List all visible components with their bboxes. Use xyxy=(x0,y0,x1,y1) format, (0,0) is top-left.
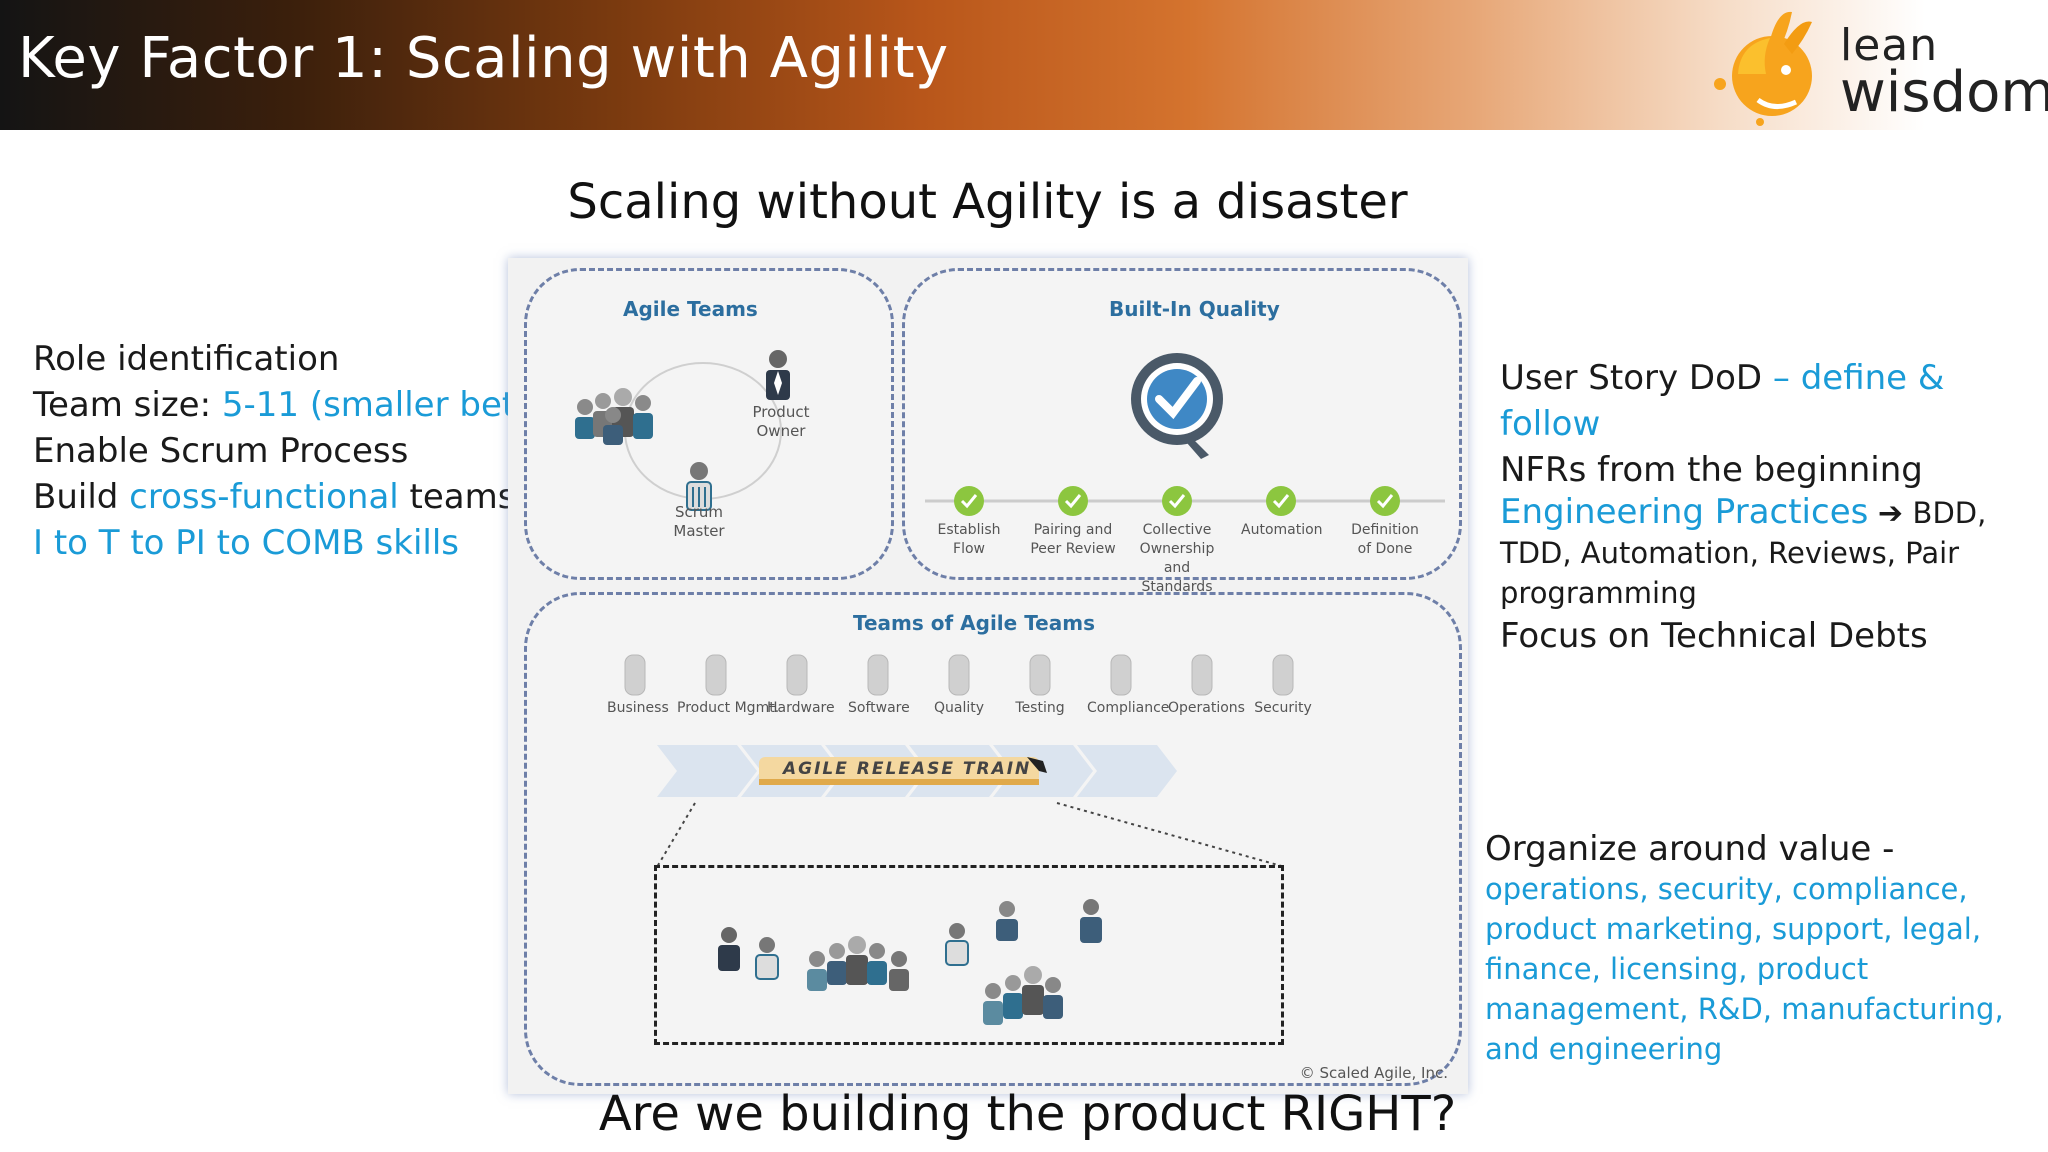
point-build: Build cross-functional teams xyxy=(33,474,577,520)
check-step-icons xyxy=(954,486,1400,516)
quality-step-label: Establish Flow xyxy=(937,522,1001,557)
quality-graphics xyxy=(925,353,1445,516)
closing-question: Are we building the product RIGHT? xyxy=(598,1086,1457,1142)
slide-subtitle: Scaling without Agility is a disaster xyxy=(567,174,1408,230)
people-group-icons xyxy=(718,899,1102,1025)
teams-of-agile-teams-panel: Teams of Agile Teams xyxy=(524,592,1462,1086)
point-role: Role identification xyxy=(33,339,340,379)
dod-prefix: User Story DoD xyxy=(1500,358,1773,398)
built-in-quality-title: Built-In Quality xyxy=(1109,297,1280,321)
left-points: Role identification Team size: 5-11 (sma… xyxy=(33,336,577,566)
area-label: Software xyxy=(848,700,910,716)
product-owner-icon xyxy=(766,350,790,400)
release-train-team-box xyxy=(654,865,1284,1045)
dod-highlight: – define & follow xyxy=(1500,358,1945,444)
agile-teams-panel: Agile Teams Product Owner Scrum Ma xyxy=(524,268,894,580)
point-nfr: NFRs from the beginning xyxy=(1500,450,1923,490)
area-label: Business xyxy=(607,700,669,716)
copyright-notice: © Scaled Agile, Inc. xyxy=(1299,1064,1448,1082)
value-prefix: Organize around value - xyxy=(1485,829,1895,869)
right-points-top: User Story DoD – define & follow NFRs fr… xyxy=(1500,355,2048,659)
area-label: Hardware xyxy=(767,700,835,716)
agile-release-train-label: AGILE RELEASE TRAIN xyxy=(783,759,1032,779)
quality-check-icon xyxy=(1131,353,1223,459)
eng-arrow: ➔ xyxy=(1868,496,1913,531)
area-cylinder-icons xyxy=(624,654,1294,696)
scrum-master-label: Scrum Master xyxy=(673,503,725,540)
eng-suffix: BDD, TDD, Automation, Reviews, Pair prog… xyxy=(1500,496,1987,610)
release-train-icon xyxy=(759,757,1047,785)
quality-step-label: Automation xyxy=(1241,522,1323,538)
area-label: Quality xyxy=(933,700,985,716)
right-points-bottom: Organize around value - operations, secu… xyxy=(1485,830,2048,1069)
quality-step-label: Pairing and Peer Review xyxy=(1030,522,1116,557)
build-suffix: teams xyxy=(398,477,516,517)
area-label: Compliance xyxy=(1087,700,1170,716)
team-size-prefix: Team size: xyxy=(33,385,222,425)
logo-word-lean: lean xyxy=(1840,20,1939,71)
area-label: Security xyxy=(1254,700,1312,716)
teams-of-teams-title: Teams of Agile Teams xyxy=(853,611,1095,635)
product-owner-label: Product Owner xyxy=(752,403,810,440)
safe-diagram: Agile Teams Product Owner Scrum Ma xyxy=(508,258,1468,1094)
point-scrum: Enable Scrum Process xyxy=(33,431,409,471)
value-highlight: operations, security, compliance, produc… xyxy=(1485,872,2004,1066)
scrum-master-icon xyxy=(686,462,712,511)
rabbit-logo-icon xyxy=(1714,11,1812,126)
quality-step-label: Collective Ownership and Standards xyxy=(1139,522,1215,595)
point-tech-debt: Focus on Technical Debts xyxy=(1500,616,1928,656)
point-team-size: Team size: 5-11 (smaller better) xyxy=(33,382,577,428)
area-label: Testing xyxy=(1015,700,1065,716)
team-group-icon xyxy=(575,388,653,445)
build-highlight: cross-functional xyxy=(129,477,399,517)
lean-wisdom-logo: lean wisdom xyxy=(1700,4,2048,126)
slide-title: Key Factor 1: Scaling with Agility xyxy=(18,26,949,91)
quality-step-label: Definition of Done xyxy=(1351,522,1419,557)
area-label: Operations xyxy=(1168,700,1245,716)
point-skills: I to T to PI to COMB skills xyxy=(33,523,459,563)
logo-word-wisdom: wisdom xyxy=(1840,60,2048,125)
build-prefix: Build xyxy=(33,477,130,517)
teams-graphics xyxy=(624,654,1294,1025)
header-bar: Key Factor 1: Scaling with Agility lean … xyxy=(0,0,2048,130)
agile-teams-title: Agile Teams xyxy=(623,297,758,321)
agile-team-figures xyxy=(575,350,790,511)
point-engineering: Engineering Practices ➔ BDD, TDD, Automa… xyxy=(1500,493,2048,613)
point-dod: User Story DoD – define & follow xyxy=(1500,355,2048,447)
area-label: Product Mgmt. xyxy=(677,700,780,716)
eng-highlight: Engineering Practices xyxy=(1500,492,1869,532)
built-in-quality-panel: Built-In Quality Establish Flow Pairing … xyxy=(902,268,1462,595)
